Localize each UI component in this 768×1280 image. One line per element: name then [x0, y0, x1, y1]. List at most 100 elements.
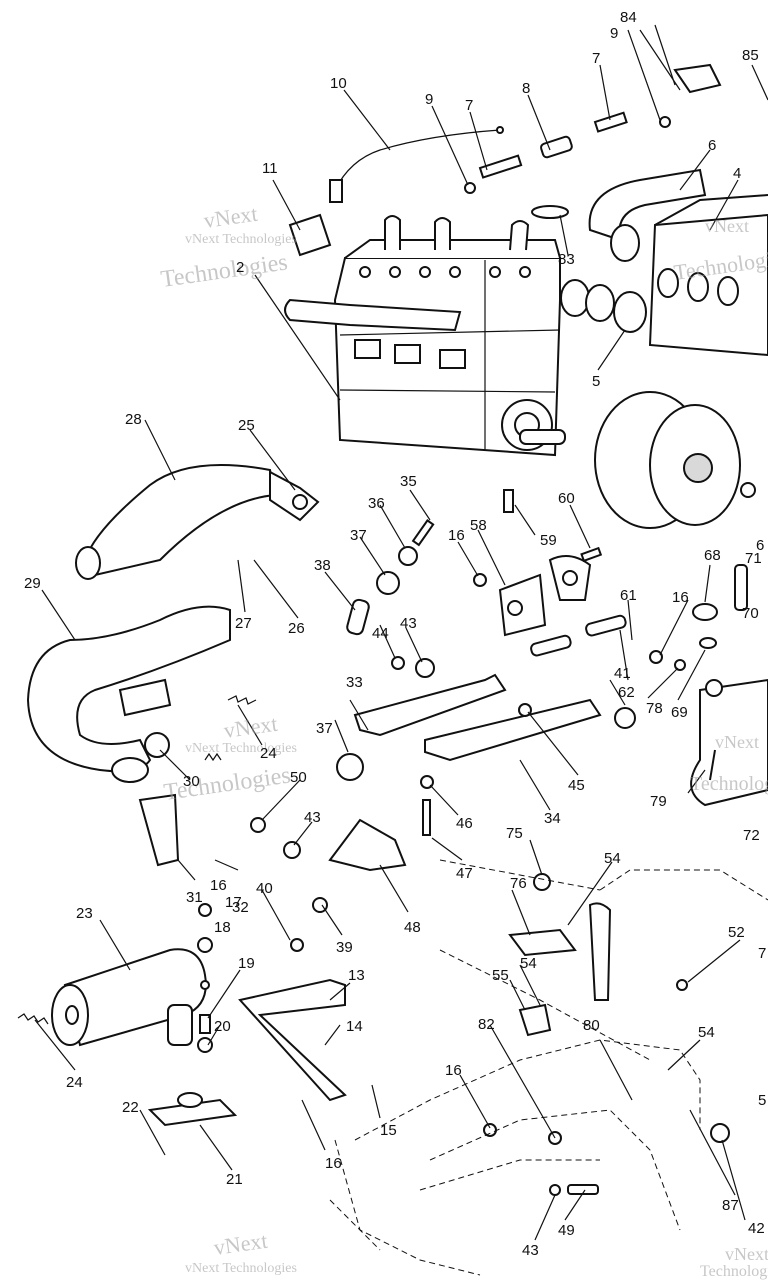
callout: 23 [76, 905, 93, 922]
callout: 14 [346, 1018, 363, 1035]
callout: 41 [614, 665, 631, 682]
callout: 82 [478, 1016, 495, 1033]
callout: 52 [728, 924, 745, 941]
watermark-full: vNext Technologies [185, 232, 297, 247]
callout: 49 [558, 1222, 575, 1239]
callout: 75 [506, 825, 523, 842]
callout: 28 [125, 411, 142, 428]
callout: 60 [558, 490, 575, 507]
spark-plug-cap [288, 213, 332, 257]
callout: 30 [183, 773, 200, 790]
muffler [51, 948, 238, 1127]
callout: 11 [262, 160, 278, 177]
watermark-line1: vNext [725, 1244, 768, 1264]
callout: 7 [465, 97, 473, 114]
callout: 68 [704, 547, 721, 564]
callout: 26 [288, 620, 305, 637]
callout: 8 [522, 80, 530, 97]
callout: 43 [400, 615, 417, 632]
callout: 43 [522, 1242, 539, 1259]
watermark-full: vNext Technologies [185, 741, 297, 756]
callout: 13 [348, 967, 365, 984]
watermark-line1: vNext [705, 216, 749, 236]
callout: 58 [470, 517, 487, 534]
callout: 69 [671, 704, 688, 721]
callout: 19 [238, 955, 255, 972]
watermark-line1: vNext [222, 711, 279, 743]
callout: 33 [346, 674, 363, 691]
callout: 78 [646, 700, 663, 717]
callout: 70 [742, 605, 759, 622]
callout: 29 [24, 575, 41, 592]
drive-clutch [594, 391, 756, 529]
callout: 15 [380, 1122, 397, 1139]
callout: 48 [404, 919, 421, 936]
callout: 87 [722, 1197, 739, 1214]
callout: 24 [260, 745, 277, 762]
callout: 7 [758, 945, 766, 962]
callout: 4 [733, 165, 741, 182]
ignition-wire-assembly [329, 126, 504, 203]
callout-labels: 84 9 85 10 9 7 8 7 6 4 11 2 83 5 28 25 3… [24, 9, 766, 1259]
mount-hardware [197, 489, 748, 1196]
callout: 21 [226, 1171, 243, 1188]
callout: 59 [540, 532, 557, 549]
callout: 6 [708, 137, 716, 154]
callout: 9 [610, 25, 618, 42]
callout: 39 [336, 939, 353, 956]
watermark-line1: vNext [715, 732, 759, 752]
callout: 54 [698, 1024, 715, 1041]
callout: 10 [330, 75, 347, 92]
engine-mount-plates [138, 555, 602, 1102]
callout: 5 [758, 1092, 766, 1109]
callout: 80 [583, 1017, 600, 1034]
callout: 32 [232, 899, 249, 916]
callout: 61 [620, 587, 637, 604]
callout: 36 [368, 495, 385, 512]
intake-boots [531, 205, 647, 333]
leader-lines [34, 24, 768, 1241]
callout: 45 [568, 777, 585, 794]
callout: 42 [748, 1220, 765, 1237]
watermark-line1: vNext [202, 201, 259, 233]
callout: 71 [745, 550, 762, 567]
callout: 44 [372, 625, 389, 642]
callout: 83 [558, 251, 575, 268]
callout: 40 [256, 880, 273, 897]
callout: 54 [604, 850, 621, 867]
oil-reservoir [690, 678, 768, 807]
callout: 47 [456, 865, 473, 882]
watermark-line2: Technologies [700, 1263, 768, 1280]
callout: 31 [186, 889, 203, 906]
callout: 34 [544, 810, 561, 827]
callout: 35 [400, 473, 417, 490]
springs [17, 695, 257, 1025]
callout: 16 [672, 589, 689, 606]
watermark-line1: vNext [212, 1228, 269, 1260]
expansion-chamber [26, 605, 231, 783]
callout: 84 [620, 9, 637, 26]
callout: 24 [66, 1074, 83, 1091]
callout: 16 [448, 527, 465, 544]
callout: 16 [445, 1062, 462, 1079]
callout: 37 [350, 527, 367, 544]
callout: 25 [238, 417, 255, 434]
callout: 22 [122, 1099, 139, 1116]
chassis-frame [329, 859, 768, 1276]
callout: 20 [214, 1018, 231, 1035]
watermark-line2: Technologies [159, 249, 289, 293]
engine-block [284, 215, 566, 457]
exhaust-y-pipe [75, 464, 320, 580]
callout: 17 [225, 894, 242, 911]
fuel-line-parts [464, 29, 722, 194]
callout: 16 [210, 877, 227, 894]
callout: 46 [456, 815, 473, 832]
air-silencer-box [588, 168, 768, 357]
callout: 7 [592, 50, 600, 67]
callout: 72 [743, 827, 760, 844]
callout: 85 [742, 47, 759, 64]
callout: 54 [520, 955, 537, 972]
callout: 62 [618, 684, 635, 701]
watermark-full: vNext Technologies [185, 1261, 297, 1276]
